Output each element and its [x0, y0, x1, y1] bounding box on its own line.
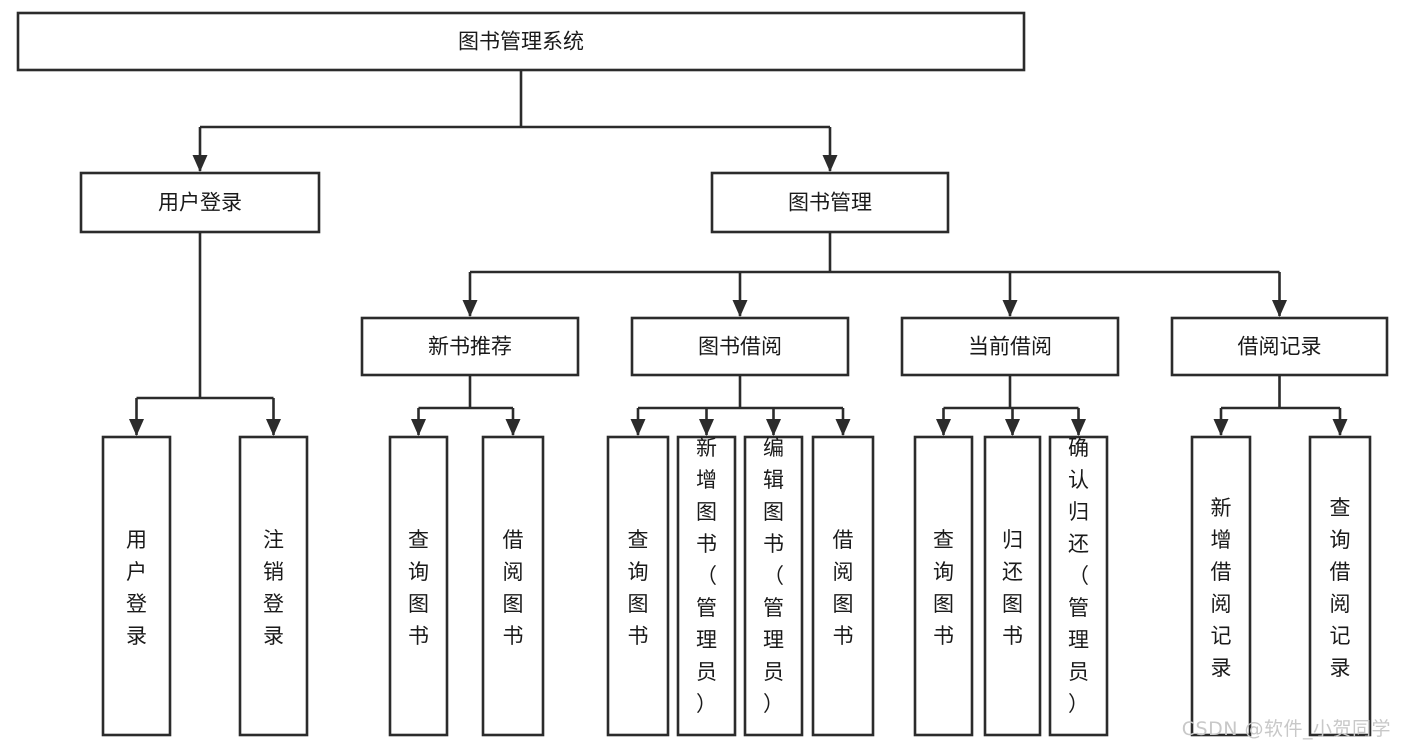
leaf-query-book-1[interactable]: 查询图书	[388, 435, 449, 737]
leaf-query-book-2[interactable]: 查询图书	[606, 435, 670, 737]
arrow-head-icon	[1071, 419, 1086, 436]
arrow-head-icon	[1213, 419, 1229, 436]
node-new-book-recommend-box[interactable]	[360, 316, 580, 377]
arrow-head-icon	[192, 155, 208, 172]
leaf-add-book-label: 新增图书（管理员）	[696, 436, 717, 716]
leaf-confirm-return-label: 确认归还（管理员）	[1068, 436, 1089, 716]
node-current-borrow[interactable]: 当前借阅	[900, 316, 1120, 377]
arrow-head-icon	[936, 419, 951, 436]
leaf-add-record[interactable]: 新增借阅记录	[1190, 435, 1252, 737]
leaf-confirm-return[interactable]: 确认归还（管理员）	[1048, 435, 1109, 737]
arrow-head-icon	[766, 419, 781, 436]
leaf-confirm-return-box[interactable]	[1048, 435, 1109, 737]
node-user-login-box[interactable]	[79, 171, 321, 234]
arrow-head-icon	[266, 419, 281, 436]
arrow-head-icon	[1272, 300, 1287, 317]
arrow-head-icon	[835, 419, 851, 436]
node-book-management-box[interactable]	[710, 171, 950, 234]
leaf-logout[interactable]: 注销登录	[238, 435, 309, 737]
leaf-add-book-box[interactable]	[676, 435, 737, 737]
leaf-borrow-book-1[interactable]: 借阅图书	[481, 435, 545, 737]
connectors-layer	[129, 70, 1348, 436]
leaf-query-book-2-box[interactable]	[606, 435, 670, 737]
arrow-head-icon	[732, 300, 748, 317]
arrow-head-icon	[822, 155, 838, 172]
node-borrow-record[interactable]: 借阅记录	[1170, 316, 1389, 377]
leaf-user-login[interactable]: 用户登录	[101, 435, 172, 737]
node-new-book-recommend[interactable]: 新书推荐	[360, 316, 580, 377]
node-book-management-label: 图书管理	[788, 191, 872, 215]
node-book-borrow[interactable]: 图书借阅	[630, 316, 850, 377]
node-current-borrow-label: 当前借阅	[968, 335, 1052, 359]
leaf-query-book-2-label: 查询图书	[628, 528, 649, 648]
leaf-edit-book[interactable]: 编辑图书（管理员）	[743, 435, 804, 737]
node-book-borrow-box[interactable]	[630, 316, 850, 377]
arrow-head-icon	[505, 419, 521, 436]
node-new-book-recommend-label: 新书推荐	[428, 335, 512, 359]
node-book-borrow-label: 图书借阅	[698, 335, 782, 359]
leaf-borrow-book-1-box[interactable]	[481, 435, 545, 737]
node-book-management[interactable]: 图书管理	[710, 171, 950, 234]
leaf-query-book-3-label: 查询图书	[933, 528, 954, 648]
leaf-query-record-label: 查询借阅记录	[1330, 496, 1351, 680]
node-current-borrow-box[interactable]	[900, 316, 1120, 377]
leaf-edit-book-label: 编辑图书（管理员）	[763, 436, 784, 716]
leaf-borrow-book-2-box[interactable]	[811, 435, 875, 737]
leaf-return-book-box[interactable]	[983, 435, 1042, 737]
node-root-system-box[interactable]	[16, 11, 1026, 72]
node-borrow-record-box[interactable]	[1170, 316, 1389, 377]
leaf-return-book-label: 归还图书	[1002, 528, 1023, 648]
leaf-borrow-book-2-label: 借阅图书	[833, 528, 854, 648]
leaf-edit-book-box[interactable]	[743, 435, 804, 737]
node-user-login[interactable]: 用户登录	[79, 171, 321, 234]
leaf-query-book-1-label: 查询图书	[408, 528, 429, 648]
leaf-user-login-box[interactable]	[101, 435, 172, 737]
leaf-query-record-box[interactable]	[1308, 435, 1372, 737]
leaf-add-record-label: 新增借阅记录	[1211, 496, 1232, 680]
arrow-head-icon	[129, 419, 144, 436]
node-user-login-label: 用户登录	[158, 191, 242, 215]
leaf-query-record[interactable]: 查询借阅记录	[1308, 435, 1372, 737]
leaf-logout-label: 注销登录	[263, 528, 284, 648]
leaf-borrow-book-1-label: 借阅图书	[503, 528, 524, 648]
leaf-return-book[interactable]: 归还图书	[983, 435, 1042, 737]
leaf-query-book-3-box[interactable]	[913, 435, 974, 737]
leaf-add-book[interactable]: 新增图书（管理员）	[676, 435, 737, 737]
arrow-head-icon	[699, 419, 714, 436]
leaf-query-book-1-box[interactable]	[388, 435, 449, 737]
node-borrow-record-label: 借阅记录	[1238, 335, 1322, 359]
node-root-system[interactable]: 图书管理系统	[16, 11, 1026, 72]
leaf-logout-box[interactable]	[238, 435, 309, 737]
arrow-head-icon	[411, 419, 426, 436]
leaf-user-login-label: 用户登录	[126, 528, 147, 648]
arrow-head-icon	[1005, 419, 1020, 436]
arrow-head-icon	[630, 419, 646, 436]
arrow-head-icon	[1332, 419, 1348, 436]
node-root-system-label: 图书管理系统	[458, 30, 584, 54]
leaf-query-book-3[interactable]: 查询图书	[913, 435, 974, 737]
nodes-layer: 图书管理系统用户登录图书管理新书推荐图书借阅当前借阅借阅记录用户登录注销登录查询…	[16, 11, 1389, 737]
leaf-add-record-box[interactable]	[1190, 435, 1252, 737]
arrow-head-icon	[462, 300, 478, 317]
arrow-head-icon	[1002, 300, 1018, 317]
leaf-borrow-book-2[interactable]: 借阅图书	[811, 435, 875, 737]
